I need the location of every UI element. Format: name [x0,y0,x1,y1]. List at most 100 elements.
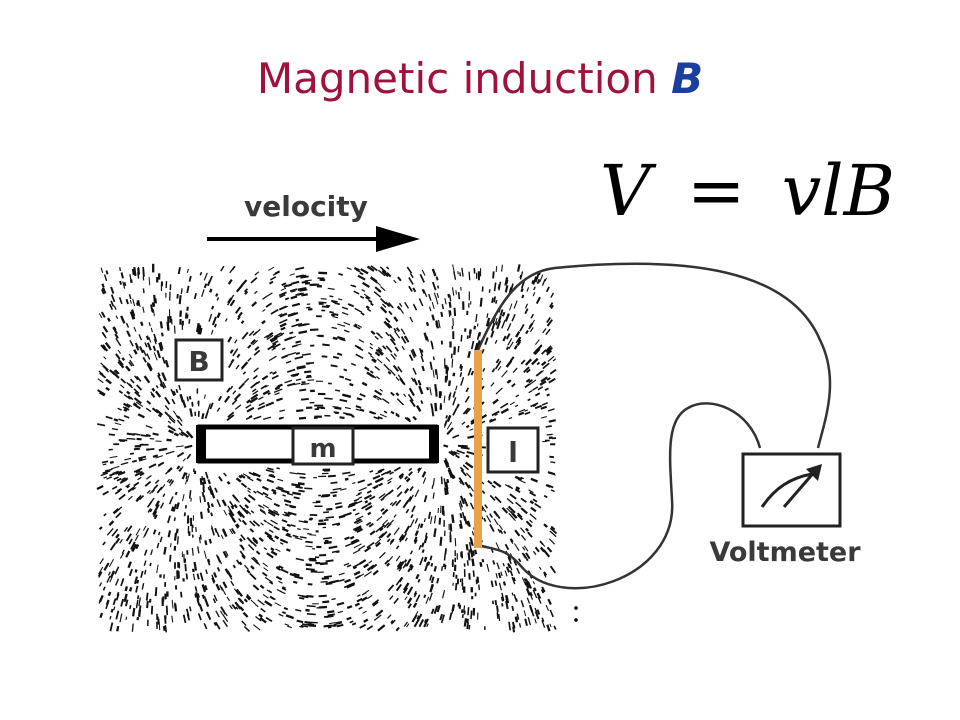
iron-filing [227,414,235,421]
iron-filing [133,397,142,405]
iron-filing [499,309,504,316]
iron-filing [356,597,363,603]
iron-filing [162,382,167,388]
iron-filing [201,594,206,600]
iron-filing [528,322,534,330]
iron-filing [451,287,455,296]
iron-filing [208,313,213,322]
iron-filing [445,486,449,495]
iron-filing [398,566,403,572]
iron-filing [357,594,361,597]
iron-filing [495,358,500,364]
iron-filing [387,322,393,329]
iron-filing [230,358,235,364]
iron-filing [243,377,250,384]
iron-filing [102,364,109,372]
iron-filing [185,475,188,479]
iron-filing [235,284,244,293]
iron-filing [332,312,339,316]
iron-filing [395,412,400,417]
iron-filing [138,458,143,461]
iron-filing [249,520,256,527]
iron-filing [463,605,466,613]
iron-filing [383,521,390,529]
iron-filing [206,603,210,607]
iron-filing [291,483,301,487]
iron-filing [344,377,352,382]
iron-filing [364,500,369,504]
iron-filing [401,345,405,351]
iron-filing [359,271,364,276]
iron-filing [466,335,469,340]
iron-filing [201,289,205,297]
iron-filing [512,367,518,374]
iron-filing [119,552,125,559]
iron-filing [184,312,188,319]
iron-filing [145,407,152,413]
iron-filing [262,562,269,568]
iron-filing [408,277,414,285]
iron-filing [157,372,161,377]
iron-filing [253,624,261,631]
iron-filing [230,580,235,587]
iron-filing [374,351,381,357]
iron-filing [99,392,105,397]
iron-filing [244,564,249,571]
iron-filing [246,569,251,574]
iron-filing [265,401,275,407]
iron-filing [350,284,355,288]
iron-filing [114,490,121,495]
iron-filing [161,372,167,382]
iron-filing [414,489,420,498]
iron-filing [335,620,342,624]
iron-filing [274,535,280,540]
bar-magnet: m [196,424,439,466]
iron-filing [459,523,463,529]
iron-filing [383,410,388,414]
iron-filing [98,566,104,575]
iron-filing [162,493,166,498]
iron-filing [535,370,543,377]
iron-filing [105,386,110,392]
iron-filing [253,367,259,373]
iron-filing [501,264,503,272]
iron-filing [346,605,352,609]
iron-filing [385,357,391,362]
iron-filing [254,271,260,276]
formula-lhs: V [600,150,651,232]
iron-filing [352,565,358,570]
iron-filing [144,569,147,575]
iron-filing [239,544,245,551]
iron-filing [369,495,376,501]
iron-filing [275,548,281,553]
iron-filing [167,530,172,538]
iron-filing [361,381,368,387]
iron-filing [546,546,553,553]
iron-filing [295,351,301,355]
iron-filing [500,408,509,414]
iron-filing [159,321,163,329]
iron-filing [394,346,399,352]
iron-filing [358,487,367,492]
iron-filing [421,288,426,294]
iron-filing [242,371,247,375]
iron-filing [299,289,308,292]
iron-filing [516,264,521,272]
iron-filing [385,345,393,353]
iron-filing [266,478,274,484]
iron-filing [191,547,194,556]
iron-filing [327,626,332,629]
iron-filing [158,621,161,631]
iron-filing [412,602,418,608]
iron-filing [229,385,234,390]
iron-filing [404,596,408,601]
iron-filing [251,388,257,393]
iron-filing [417,467,423,474]
iron-filing [351,539,360,545]
iron-filing [390,410,395,415]
iron-filing [457,345,460,353]
iron-filing [156,564,159,574]
iron-filing [553,625,557,630]
iron-filing [269,581,274,585]
iron-filing [146,362,153,371]
